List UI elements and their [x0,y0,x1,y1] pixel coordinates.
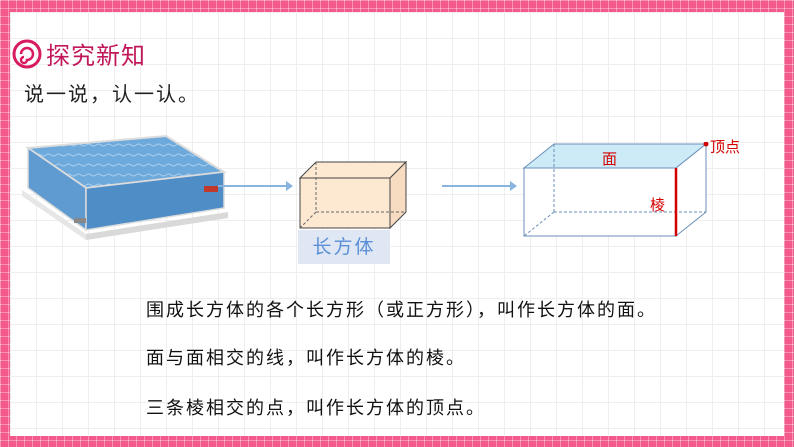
swirl-icon [12,39,42,68]
face-label: 面 [602,150,618,168]
page-title: 探究新知 [46,42,146,70]
labeled-cuboid-diagram [522,142,709,238]
vertex-label: 顶点 [710,138,741,156]
instruction-text: 说一说，认一认。 [24,82,200,106]
cuboid-sketch [298,160,408,230]
arrow-right-icon [218,181,293,191]
pool-illustration [22,134,228,240]
cuboid-label: 长方体 [312,236,376,258]
definition-face: 围成长方体的各个长方形（或正方形），叫作长方体的面。 [146,300,657,321]
definition-vertex: 三条棱相交的点，叫作长方体的顶点。 [146,398,486,419]
cuboid-label-background [298,230,390,264]
arrow-right-icon [442,181,517,191]
edge-label: 棱 [650,196,666,214]
definition-edge: 面与面相交的线，叫作长方体的棱。 [146,348,466,369]
section-header: 探究新知 [12,36,146,71]
slide-canvas: 探究新知 说一说，认一认。 [10,12,784,436]
